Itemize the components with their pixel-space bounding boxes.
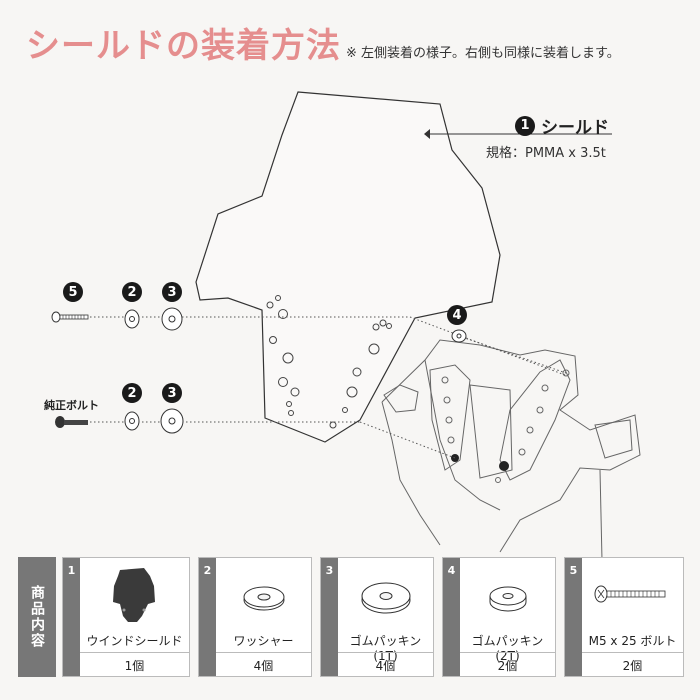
parts-item-rubber-2t: 4 ゴムパッキン (2T) 2個	[442, 557, 556, 677]
parts-item-qty: 2個	[460, 652, 555, 679]
rubber2t-badge: 4	[447, 305, 467, 325]
parts-table-header: 商品内容	[18, 557, 56, 677]
parts-item-windshield: 1 ウインドシールド 1個	[62, 557, 190, 677]
bolt-icon	[594, 585, 666, 603]
washer-top	[124, 309, 140, 329]
rubber-2t-icon	[489, 586, 527, 612]
parts-item-index: 4	[443, 558, 460, 676]
rubber1t-top-badge: 3	[162, 282, 182, 302]
shield-label: 1 シールド	[515, 113, 609, 138]
parts-item-index: 1	[63, 558, 80, 676]
rubber2t-part	[451, 329, 467, 343]
parts-item-name: M5 x 25 ボルト	[588, 634, 677, 648]
shield-label-text: シールド	[541, 118, 609, 138]
parts-item-rubber-1t: 3 ゴムパッキン (1T) 4個	[320, 557, 434, 677]
washer-bottom-badge: 2	[122, 383, 142, 403]
parts-item-qty: 4個	[338, 652, 433, 679]
parts-item-qty: 1個	[80, 652, 189, 679]
page-title: シールドの装着方法	[26, 26, 341, 66]
parts-item-name: ワッシャー	[233, 634, 294, 648]
parts-table: 商品内容 1 ウインドシールド 1個 2 ワッシャー 4個 3 ゴムパッキン (…	[18, 557, 684, 677]
page-subtitle: ※ 左側装着の様子。右側も同様に装着します。	[346, 46, 620, 61]
washer-bottom	[124, 411, 140, 431]
rubber-1t-icon	[361, 582, 411, 614]
bolt-m5-badge: 5	[63, 282, 83, 302]
parts-item-index: 5	[565, 558, 582, 676]
washer-top-badge: 2	[122, 282, 142, 302]
rubber1t-bottom-badge: 3	[162, 383, 182, 403]
parts-item-qty: 4個	[216, 652, 311, 679]
motorcycle-fairing	[381, 339, 641, 560]
shield-number-badge: 1	[515, 115, 535, 136]
parts-item-bolt: 5 M5 x 25 ボルト 2個	[564, 557, 684, 677]
mount-point-upper	[499, 461, 509, 471]
parts-item-index: 2	[199, 558, 216, 676]
parts-item-qty: 2個	[582, 652, 683, 679]
stock-bolt-label: 純正ボルト	[44, 399, 99, 412]
windshield-icon	[113, 568, 155, 622]
rubber1t-top	[161, 307, 183, 331]
bolt-m5-top	[51, 311, 89, 323]
shield-spec: 規格：PMMA x 3.5t	[486, 146, 606, 161]
parts-item-washer: 2 ワッシャー 4個	[198, 557, 312, 677]
rubber1t-bottom	[160, 408, 184, 434]
shield-outline	[195, 91, 501, 443]
washer-icon	[243, 586, 285, 611]
shield-holes	[266, 295, 392, 429]
stock-bolt	[55, 416, 88, 428]
installation-diagram	[51, 91, 641, 560]
mount-point-lower	[451, 454, 459, 462]
parts-item-index: 3	[321, 558, 338, 676]
parts-item-name: ウインドシールド	[86, 634, 183, 648]
